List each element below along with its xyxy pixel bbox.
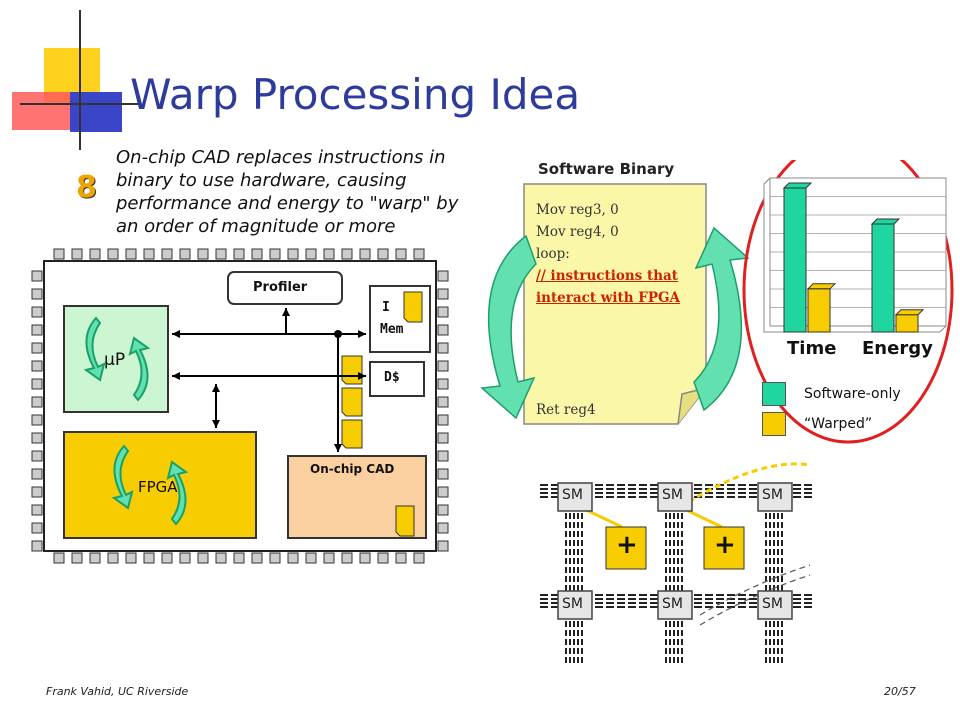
code-line-6: Ret reg4 — [536, 402, 596, 418]
adder-label: + — [714, 530, 736, 560]
legend-label-warped: “Warped” — [804, 416, 873, 432]
code-line-3: loop: — [536, 246, 570, 262]
loop-arrow-left — [480, 234, 537, 420]
sm-label: SM — [562, 596, 583, 612]
fpga-label: FPGA — [138, 478, 178, 496]
time-energy-chart — [742, 160, 954, 444]
chip-pins — [31, 248, 449, 564]
binary-document — [480, 183, 750, 425]
sm-label: SM — [662, 596, 683, 612]
chart-category-label: Energy — [862, 338, 933, 359]
chart-bar — [807, 288, 831, 333]
chart-bar-top — [782, 182, 813, 189]
sm-box — [657, 482, 693, 512]
legend-label-software: Software-only — [804, 386, 901, 402]
code-line-5: interact with FPGA — [536, 290, 681, 306]
imem-label-2: Mem — [380, 322, 404, 337]
loop-arrow-right — [693, 226, 750, 412]
sm-box — [757, 482, 793, 512]
profiler-box — [227, 271, 343, 305]
footer-page: 20/57 — [884, 685, 916, 698]
sm-label: SM — [762, 596, 783, 612]
chart-bar — [895, 314, 919, 333]
code-line-1: Mov reg3, 0 — [536, 202, 619, 218]
legend-swatch-warped — [762, 412, 786, 436]
up-box — [63, 305, 169, 413]
sm-box — [657, 590, 693, 620]
profiler-label: Profiler — [253, 280, 308, 295]
footer-author: Frank Vahid, UC Riverside — [46, 685, 189, 698]
page-title: Warp Processing Idea — [130, 70, 581, 119]
dcache-box — [369, 361, 425, 397]
chart-bar-top — [806, 283, 837, 290]
imem-label-1: I — [382, 300, 390, 315]
chart-bar-top — [894, 309, 925, 316]
code-line-2: Mov reg4, 0 — [536, 224, 619, 240]
sm-box — [757, 590, 793, 620]
chart-bar — [871, 223, 895, 333]
dcache-label: D$ — [384, 370, 400, 385]
highlight-ellipse — [742, 160, 954, 444]
sm-fabric — [540, 462, 815, 665]
binary-title: Software Binary — [538, 160, 675, 178]
sm-label: SM — [762, 487, 783, 503]
chart-category-label: Time — [787, 338, 837, 359]
adder-label: + — [616, 530, 638, 560]
adder-box — [605, 526, 647, 570]
chart-bar — [783, 187, 807, 333]
description-text: On-chip CAD replaces instructions in bin… — [116, 147, 459, 237]
legend-swatch-software — [762, 382, 786, 406]
step-number: 8 — [76, 170, 97, 205]
corner-decoration — [12, 10, 140, 150]
up-label: µP — [104, 350, 126, 370]
cad-label: On-chip CAD — [310, 462, 395, 476]
chart-bar-top — [870, 218, 901, 225]
sm-box — [557, 482, 593, 512]
adder-box — [703, 526, 745, 570]
code-line-4: // instructions that — [536, 268, 679, 284]
sm-label: SM — [562, 487, 583, 503]
fpga-box — [63, 431, 257, 539]
document-icon — [403, 291, 423, 323]
sm-label: SM — [662, 487, 683, 503]
sm-box — [557, 590, 593, 620]
